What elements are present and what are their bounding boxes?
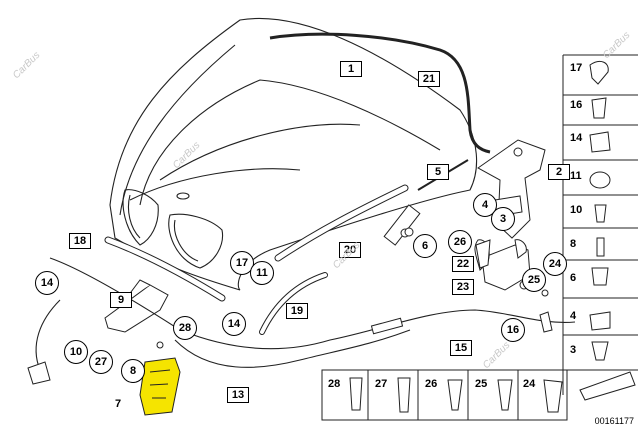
small-parts bbox=[27, 227, 553, 385]
callout-8: 8 bbox=[121, 359, 145, 383]
side-panel-17: 17 bbox=[570, 62, 583, 74]
callout-14: 14 bbox=[35, 271, 59, 295]
callout-11: 11 bbox=[250, 261, 274, 285]
callout-26: 26 bbox=[448, 230, 472, 254]
bottom-panel-frame bbox=[321, 369, 568, 421]
callout-20: 20 bbox=[339, 242, 361, 258]
side-panel-8: 8 bbox=[570, 238, 577, 250]
side-panel-10: 10 bbox=[570, 204, 583, 216]
callout-27: 27 bbox=[89, 350, 113, 374]
hood-lock-7 bbox=[139, 357, 181, 416]
bottom-panel-25: 25 bbox=[475, 378, 488, 390]
callout-6: 6 bbox=[413, 234, 437, 258]
side-panel-parts bbox=[579, 61, 636, 401]
callout-24: 24 bbox=[543, 252, 567, 276]
bottom-panel-24: 24 bbox=[523, 378, 536, 390]
callout-10: 10 bbox=[64, 340, 88, 364]
callout-17: 17 bbox=[230, 251, 254, 275]
callout-13: 13 bbox=[227, 387, 249, 403]
side-panel-3: 3 bbox=[570, 344, 577, 356]
side-panel-16: 16 bbox=[570, 99, 583, 111]
callout-21: 21 bbox=[418, 71, 440, 87]
callout-15: 15 bbox=[450, 340, 472, 356]
side-panel-frame bbox=[562, 54, 638, 395]
document-number: 00161177 bbox=[594, 416, 634, 426]
side-panel-6: 6 bbox=[570, 272, 577, 284]
bottom-panel-28: 28 bbox=[328, 378, 341, 390]
side-panel-11: 11 bbox=[570, 170, 582, 182]
callout-22: 22 bbox=[452, 256, 474, 272]
hood-drawing bbox=[109, 17, 478, 291]
bottom-panel-27: 27 bbox=[375, 378, 388, 390]
callout-19: 19 bbox=[286, 303, 308, 319]
seal-rod-21 bbox=[269, 32, 491, 154]
callout-28: 28 bbox=[173, 316, 197, 340]
callout-18: 18 bbox=[69, 233, 91, 249]
side-panel-4: 4 bbox=[570, 310, 577, 322]
callout-4: 4 bbox=[473, 193, 497, 217]
callout-1: 1 bbox=[340, 61, 362, 77]
side-panel-14: 14 bbox=[570, 132, 583, 144]
callout-5: 5 bbox=[427, 164, 449, 180]
callout-2: 2 bbox=[548, 164, 570, 180]
bottom-panel-26: 26 bbox=[425, 378, 438, 390]
callout-16: 16 bbox=[501, 318, 525, 342]
callout-7: 7 bbox=[115, 398, 122, 410]
callout-23: 23 bbox=[452, 279, 474, 295]
callout-14b: 14 bbox=[222, 312, 246, 336]
bottom-panel-parts bbox=[349, 377, 563, 413]
callout-9: 9 bbox=[110, 292, 132, 308]
callout-3: 3 bbox=[491, 207, 515, 231]
callout-25: 25 bbox=[522, 268, 546, 292]
